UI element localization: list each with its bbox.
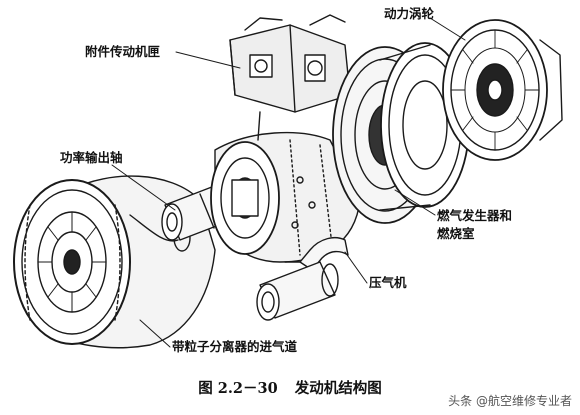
- label-compressor: 压气机: [369, 275, 407, 290]
- label-gas-generator-line2: 燃烧室: [437, 226, 475, 241]
- figure-number: 图 2.2－30: [198, 380, 278, 397]
- label-accessory-gearbox: 附件传动机匣: [85, 44, 161, 59]
- figure-caption: 图 2.2－30 发动机结构图: [0, 377, 580, 398]
- label-inlet-with-separator: 带粒子分离器的进气道: [172, 339, 298, 354]
- label-power-output-shaft: 功率输出轴: [60, 150, 123, 165]
- watermark: 头条 @航空维修专业者: [448, 394, 572, 408]
- label-gas-generator-line1: 燃气发生器和: [437, 208, 513, 223]
- compressor-tube-drawing: [256, 237, 349, 321]
- label-power-turbine: 动力涡轮: [384, 6, 435, 21]
- accessory-gearbox-drawing: [229, 14, 351, 141]
- compressor-housing-drawing: [210, 131, 361, 263]
- figure-title: 发动机结构图: [294, 380, 382, 397]
- leader-lines: [111, 17, 466, 348]
- power-turbine-drawing: [442, 19, 563, 161]
